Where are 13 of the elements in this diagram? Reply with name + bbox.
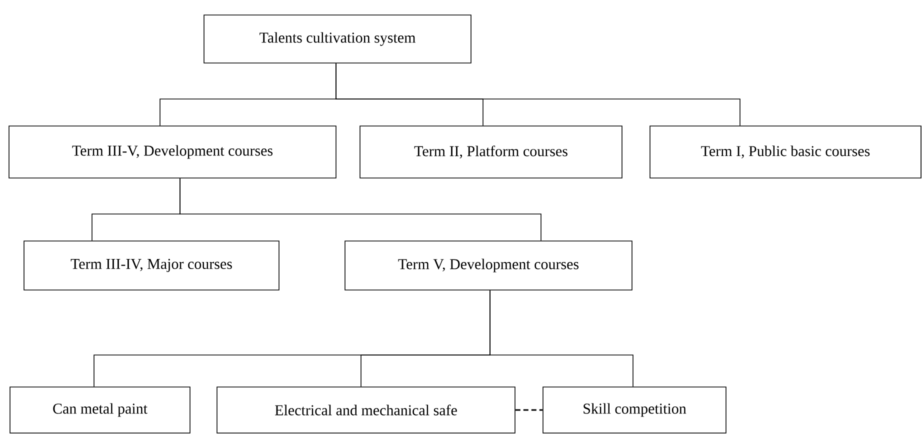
course-box: Skill competition [542, 386, 726, 434]
course-box: Can metal paint [10, 386, 190, 434]
connector [336, 63, 740, 126]
course-box: Talents cultivation system [204, 14, 472, 64]
course-box: Term II, Platform courses [360, 126, 622, 178]
course-box: Term V, Development courses [344, 240, 632, 290]
course-box: Electrical and mechanical safe [216, 386, 516, 434]
connector [515, 409, 543, 411]
connector [180, 178, 542, 241]
course-box: Term I, Public basic courses [650, 126, 922, 178]
course-box: Term III-IV, Major courses [24, 240, 280, 290]
course-box: Term III-V, Development courses [8, 126, 336, 178]
connector [490, 290, 634, 387]
